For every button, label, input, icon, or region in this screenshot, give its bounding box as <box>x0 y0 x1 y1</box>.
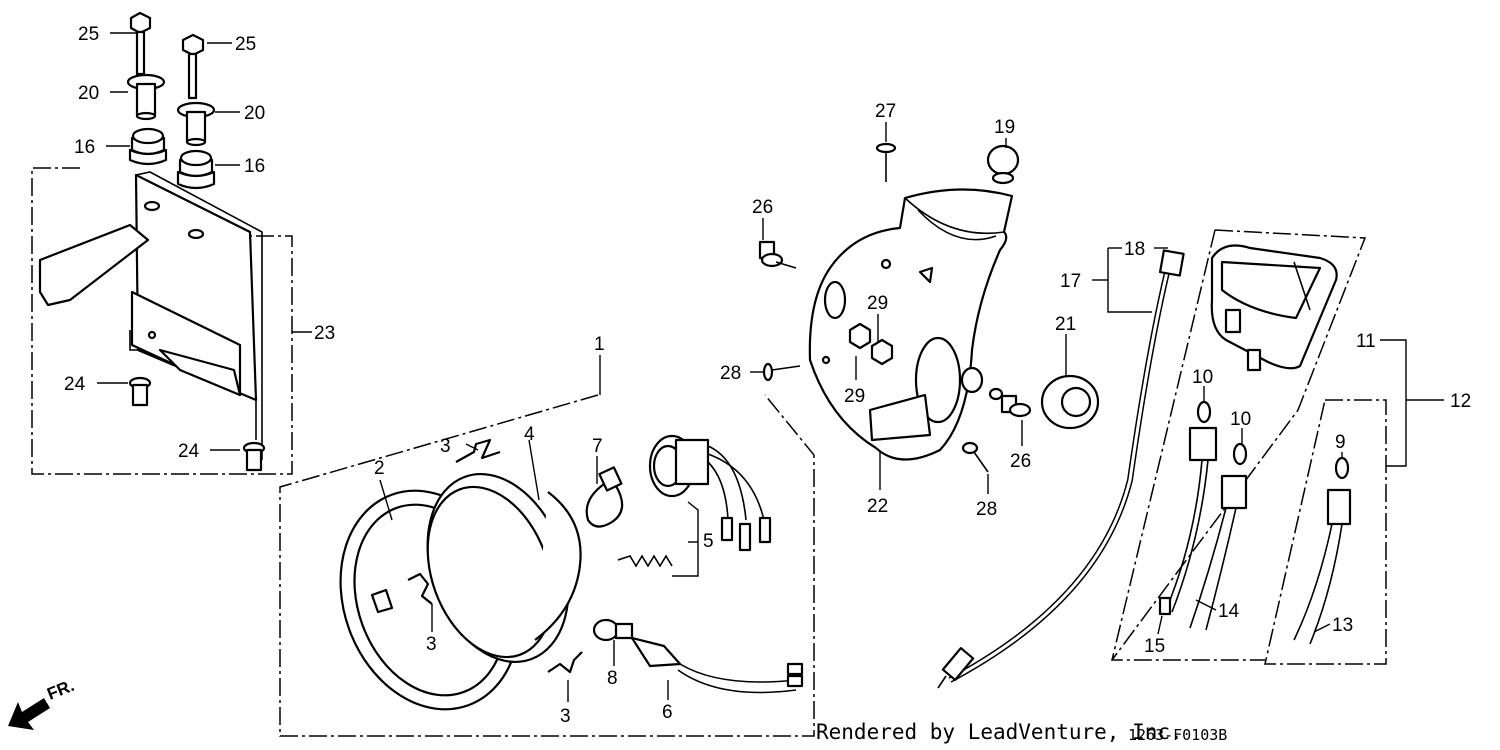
callout-3-top: 3 <box>440 436 451 457</box>
screw-28-left <box>762 362 801 382</box>
callout-4: 4 <box>524 424 535 445</box>
callout-9: 9 <box>1335 432 1346 453</box>
position-bulb-8 <box>592 618 634 642</box>
bulb-socket-14 <box>1189 442 1248 631</box>
callout-23: 23 <box>314 323 335 344</box>
grommet-16-left <box>128 127 168 166</box>
callout-26-bottom: 26 <box>1010 451 1031 472</box>
group-outline-meter <box>1111 229 1367 661</box>
headlight-bracket-23 <box>38 171 263 460</box>
nut-29-right <box>870 338 894 366</box>
group-outline-bulb-sockets <box>1264 399 1387 665</box>
spring-clip-3-top <box>455 438 501 463</box>
callout-25-left: 25 <box>78 24 99 45</box>
callout-10-right: 10 <box>1230 409 1251 430</box>
callout-8: 8 <box>607 668 618 689</box>
nut-24-left <box>128 376 152 407</box>
spring-clip-3-bottom <box>547 651 583 674</box>
callout-29-top: 29 <box>867 293 888 314</box>
collar-20-right <box>176 101 216 147</box>
callout-13: 13 <box>1332 615 1353 636</box>
front-direction-label: FR. <box>44 676 77 704</box>
callout-15: 15 <box>1144 636 1165 657</box>
bulb-socket-6 <box>630 636 804 694</box>
callout-28-bottom: 28 <box>976 499 997 520</box>
headlight-unit-4 <box>426 472 582 664</box>
group-outline-meter-left <box>1111 229 1265 661</box>
callout-7: 7 <box>592 436 603 457</box>
callout-25-right: 25 <box>235 34 256 55</box>
callout-24-right: 24 <box>178 441 200 462</box>
bulb-socket-5 <box>648 434 772 552</box>
bolt-26-bottom <box>988 387 1032 418</box>
callout-16-left: 16 <box>74 137 95 158</box>
callout-21: 21 <box>1055 314 1076 335</box>
cap-19 <box>986 144 1020 185</box>
callout-18: 18 <box>1124 239 1145 260</box>
grommet-16-right <box>176 149 216 190</box>
callout-1: 1 <box>594 334 605 355</box>
callout-17: 17 <box>1060 271 1081 292</box>
callout-14: 14 <box>1218 601 1240 622</box>
footer-credit: Rendered by LeadVenture, Inc. <box>816 720 1183 744</box>
bolt-25-left <box>129 11 152 76</box>
callout-2: 2 <box>374 458 385 479</box>
callout-5: 5 <box>703 531 714 552</box>
bulb-socket-15 <box>1158 400 1218 616</box>
screw-28-bottom <box>961 441 989 473</box>
grommet-21 <box>1040 374 1100 430</box>
callout-29-bottom: 29 <box>844 386 865 407</box>
callout-27: 27 <box>875 101 896 122</box>
spring-5 <box>617 554 673 568</box>
headlight-bulb-7 <box>585 466 624 528</box>
callout-16-right: 16 <box>244 156 265 177</box>
collar-20-left <box>126 73 166 121</box>
footer-code: 1263-F0103B <box>1128 726 1227 744</box>
spring-clip-3-middle <box>407 572 433 605</box>
group-outline-headlight <box>279 394 815 737</box>
bolt-25-right <box>181 33 205 100</box>
speedometer-11 <box>1210 244 1338 372</box>
callout-19: 19 <box>994 117 1015 138</box>
speedometer-cable-17 <box>937 249 1185 689</box>
nut-29-left <box>848 322 872 350</box>
callout-26-top: 26 <box>752 197 773 218</box>
headlight-case-22 <box>808 188 1014 461</box>
callout-12: 12 <box>1450 391 1471 412</box>
screw-27 <box>875 142 897 182</box>
callout-20-left: 20 <box>78 83 99 104</box>
front-direction-arrow-icon <box>8 698 50 730</box>
group-outline-bracket <box>31 167 293 475</box>
callout-28-left: 28 <box>720 363 741 384</box>
callout-22: 22 <box>867 496 888 517</box>
callout-10-left: 10 <box>1192 367 1213 388</box>
callout-3-middle: 3 <box>426 634 437 655</box>
callout-24-left: 24 <box>64 374 86 395</box>
callout-3-bottom: 3 <box>560 706 571 727</box>
bolt-26-top <box>758 240 797 269</box>
nut-24-right <box>242 441 266 472</box>
callout-11: 11 <box>1356 331 1376 352</box>
callout-20-right: 20 <box>244 103 265 124</box>
callout-6: 6 <box>662 702 673 723</box>
